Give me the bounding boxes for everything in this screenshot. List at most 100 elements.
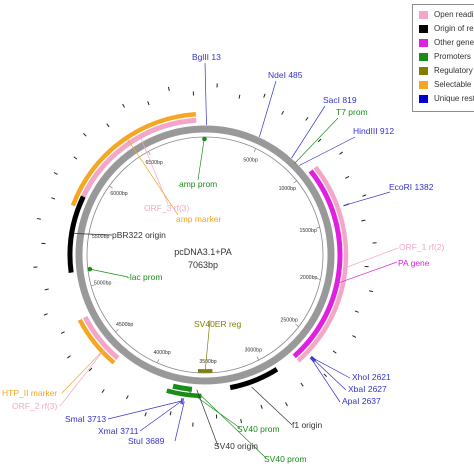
backbone-ring <box>75 125 335 385</box>
feature-arcs <box>67 112 350 405</box>
label-connector <box>197 138 205 181</box>
label-connector <box>251 386 293 426</box>
legend-label: Unique restriction sites <box>434 94 474 103</box>
label-connector <box>59 349 105 407</box>
legend-label: Other genes <box>434 38 474 47</box>
ruler-tick-label: 6000bp <box>110 191 127 197</box>
outer-dot <box>260 404 263 409</box>
outer-dot <box>345 175 350 179</box>
label-sv40-prom-lower: SV40 prom <box>264 454 307 464</box>
ruler-tick-label: 5500bp <box>92 234 109 240</box>
outer-dot <box>263 93 266 98</box>
label-connector <box>174 401 185 442</box>
outer-dot <box>83 133 87 137</box>
label-connector <box>204 319 211 372</box>
label-connector <box>291 105 326 159</box>
ruler-tick <box>115 328 119 333</box>
outer-dot <box>361 219 366 222</box>
label-smai: SmaI 3713 <box>65 414 106 424</box>
outer-dot <box>352 335 357 338</box>
label-connector <box>259 80 277 137</box>
legend-label: Origin of replication <box>434 24 474 33</box>
label-hindiii: HindIII 912 <box>353 126 394 136</box>
legend-label: Open reading frames <box>434 10 474 19</box>
outer-dot <box>36 217 41 220</box>
outer-dot <box>106 123 110 128</box>
ruler-tick-label: 3000bp <box>245 347 262 353</box>
label-apai: ApaI 2637 <box>342 396 381 406</box>
ruler-tick-label: 1500bp <box>299 228 316 234</box>
ruler-tick-label: 4000bp <box>153 350 170 356</box>
outer-marker-dots <box>33 83 377 427</box>
label-connector <box>204 62 207 126</box>
outer-dot <box>369 290 374 293</box>
label-htp-ii-marker: HTP_II marker <box>2 388 57 398</box>
label-sv40-origin: SV40 origin <box>214 441 258 451</box>
ruler-tick-label: 3500bp <box>199 359 216 365</box>
label-pbr322-origin: pBR322 origin <box>112 230 166 240</box>
outer-dot <box>125 395 129 400</box>
label-connector <box>89 268 129 278</box>
label-connector <box>346 191 391 206</box>
outer-dot <box>51 197 56 200</box>
label-connector <box>196 389 219 447</box>
legend-item: Regulatory sequences <box>419 65 474 77</box>
outer-dot <box>73 156 78 160</box>
label-connector <box>313 358 351 379</box>
site-mark <box>181 398 184 405</box>
label-saci: SacI 819 <box>323 95 357 105</box>
outer-dot <box>339 151 343 155</box>
outer-dot <box>238 94 241 99</box>
outer-dot <box>147 101 150 106</box>
label-connector <box>184 388 241 429</box>
plasmid-size: 7063bp <box>188 260 218 270</box>
outer-dot <box>362 194 367 197</box>
label-xhoi: XhoI 2621 <box>352 372 391 382</box>
label-connector <box>73 233 113 236</box>
label-connectors <box>59 62 399 459</box>
outer-dot <box>169 411 172 416</box>
ruler-tick-label: 2000bp <box>300 275 317 281</box>
label-connector <box>311 359 341 403</box>
legend-item: Selectable markers <box>419 79 474 91</box>
label-ndei: NdeI 485 <box>268 70 303 80</box>
label-connector <box>337 261 398 284</box>
site-mark <box>309 357 315 363</box>
legend-item: Promoters <box>419 51 474 63</box>
label-xmai: XmaI 3711 <box>98 426 139 436</box>
label-bglii: BglII 13 <box>192 52 221 62</box>
label-connector <box>312 358 347 391</box>
ruler-tick <box>295 324 299 327</box>
label-orf3: ORF_3 rf(3) <box>144 203 190 213</box>
legend-swatch <box>419 39 428 47</box>
label-connector <box>294 117 339 164</box>
label-orf1: ORF_1 rf(2) <box>399 242 445 252</box>
outer-dot <box>167 86 170 91</box>
feature-arc <box>82 315 120 361</box>
ruler-tick <box>109 185 113 189</box>
legend: Open reading frames Origin of replicatio… <box>412 4 474 112</box>
ruler-tick <box>253 148 257 153</box>
outer-dot <box>285 402 288 407</box>
legend-swatch <box>419 81 428 89</box>
feature-arc <box>229 367 279 391</box>
legend-label: Promoters <box>434 52 471 61</box>
plasmid-name: pcDNA3.1+PA <box>174 247 232 257</box>
label-connector <box>139 400 182 432</box>
ruler-tick <box>293 180 297 184</box>
feature-arc <box>172 383 193 392</box>
label-connector <box>347 247 399 268</box>
label-t7-prom: T7 prom <box>336 107 368 117</box>
outer-dot <box>67 355 71 359</box>
label-stui: StuI 3689 <box>128 436 165 446</box>
label-connector <box>201 395 267 459</box>
outer-dot <box>305 117 309 121</box>
legend-swatch <box>419 25 428 33</box>
legend-label: Selectable markers <box>434 80 474 89</box>
feature-arc <box>77 318 116 365</box>
ruler-tick <box>316 278 321 280</box>
label-xbai: XbaI 2627 <box>348 384 387 394</box>
ruler-tick-label: 2500bp <box>281 317 298 323</box>
outer-dot <box>317 138 322 143</box>
